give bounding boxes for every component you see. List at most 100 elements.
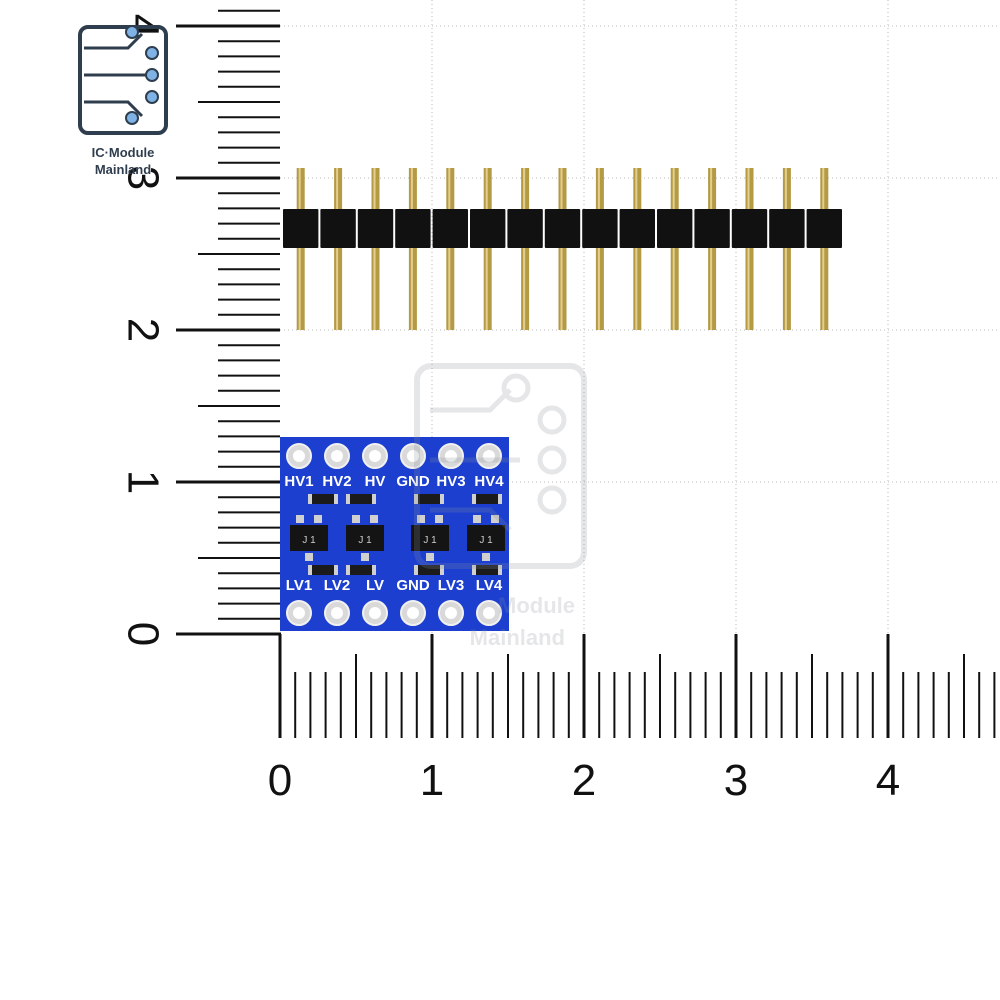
pin-highlight <box>448 168 451 330</box>
x-axis-label: 3 <box>724 756 748 805</box>
smd-resistor <box>418 565 440 575</box>
logo-dot-icon <box>125 25 139 39</box>
y-axis-label: 1 <box>118 470 167 494</box>
transistor-lead <box>435 515 443 523</box>
resistor-cap <box>334 494 338 504</box>
y-axis-label: 2 <box>118 318 167 342</box>
transistor-lead <box>473 515 481 523</box>
header-block <box>582 209 618 248</box>
smd-resistor <box>350 494 372 504</box>
y-axis-label: 0 <box>118 622 167 646</box>
board-label-bottom: LV4 <box>476 577 503 594</box>
header-block <box>731 209 768 248</box>
smd-resistor <box>312 494 334 504</box>
smd-resistor <box>476 494 498 504</box>
x-axis-label: 4 <box>876 756 900 805</box>
pad-hole <box>293 607 305 619</box>
transistor-lead <box>482 553 490 561</box>
resistor-cap <box>346 565 350 575</box>
logo-dot-icon <box>145 46 159 60</box>
board-label-bottom: LV2 <box>324 577 350 594</box>
transistor-lead <box>426 553 434 561</box>
watermark: Module Mainland <box>414 363 587 650</box>
header-block <box>507 209 543 248</box>
board-label-bottom: LV1 <box>286 577 312 594</box>
sot23-transistor <box>467 525 505 551</box>
header-block <box>657 209 693 248</box>
header-block <box>544 209 581 248</box>
watermark-line1: Module <box>498 593 575 618</box>
board-label-top: HV2 <box>322 473 351 490</box>
pin-highlight <box>710 168 713 330</box>
header-block <box>619 209 655 248</box>
watermark-line2: Mainland <box>470 625 565 650</box>
pin-header <box>283 168 842 330</box>
x-axis-label: 1 <box>420 756 444 805</box>
pad-hole <box>483 607 495 619</box>
resistor-cap <box>440 494 444 504</box>
pad-hole <box>445 450 457 462</box>
pad-hole <box>369 607 381 619</box>
transistor-lead <box>361 553 369 561</box>
background-grid <box>280 0 1000 634</box>
board-label-bottom: LV3 <box>438 577 464 594</box>
header-block <box>283 209 319 248</box>
y-axis-label: 3 <box>118 166 167 190</box>
transistor-lead <box>352 515 360 523</box>
header-block <box>357 209 394 248</box>
transistor-marking: J 1 <box>479 535 493 546</box>
resistor-cap <box>472 565 476 575</box>
logo-dot-icon <box>145 68 159 82</box>
pad-hole <box>293 450 305 462</box>
x-axis-label: 0 <box>268 756 292 805</box>
transistor-marking: J 1 <box>302 535 316 546</box>
transistor-lead <box>370 515 378 523</box>
resistor-cap <box>498 565 502 575</box>
x-axis-label: 2 <box>572 756 596 805</box>
board-label-bottom: GND <box>396 577 430 594</box>
pad-hole <box>407 607 419 619</box>
resistor-cap <box>414 565 418 575</box>
sot23-transistor <box>346 525 384 551</box>
pin-highlight <box>747 168 750 330</box>
transistor-lead <box>296 515 304 523</box>
transistor-marking: J 1 <box>423 535 437 546</box>
pin-highlight <box>822 168 825 330</box>
pin-highlight <box>298 168 301 330</box>
pad-hole <box>445 607 457 619</box>
pad-hole <box>483 450 495 462</box>
logo-line1: IC·Module <box>92 145 155 160</box>
header-block <box>395 209 431 248</box>
header-block <box>769 209 805 248</box>
pad-hole <box>407 450 419 462</box>
pin-highlight <box>410 168 413 330</box>
brand-logo: IC·Module Mainland <box>78 25 168 177</box>
smd-resistor <box>476 565 498 575</box>
pin-highlight <box>485 168 488 330</box>
board-label-bottom: LV <box>366 577 384 594</box>
resistor-cap <box>372 494 376 504</box>
smd-resistor <box>418 494 440 504</box>
sot23-transistor <box>411 525 449 551</box>
transistor-lead <box>417 515 425 523</box>
resistor-cap <box>308 565 312 575</box>
pin-highlight <box>672 168 675 330</box>
board-label-top: HV <box>365 473 386 490</box>
pin-highlight <box>635 168 638 330</box>
header-block <box>432 209 468 248</box>
pin-highlight <box>336 168 339 330</box>
resistor-cap <box>334 565 338 575</box>
pin-highlight <box>784 168 787 330</box>
logo-line2: Mainland <box>95 162 151 177</box>
header-block <box>694 209 730 248</box>
resistor-cap <box>308 494 312 504</box>
smd-resistor <box>312 565 334 575</box>
horizontal-ruler: 0 1 2 3 4 <box>176 632 996 805</box>
transistor-lead <box>314 515 322 523</box>
logo-dot-icon <box>125 111 139 125</box>
resistor-cap <box>346 494 350 504</box>
transistor-lead <box>491 515 499 523</box>
